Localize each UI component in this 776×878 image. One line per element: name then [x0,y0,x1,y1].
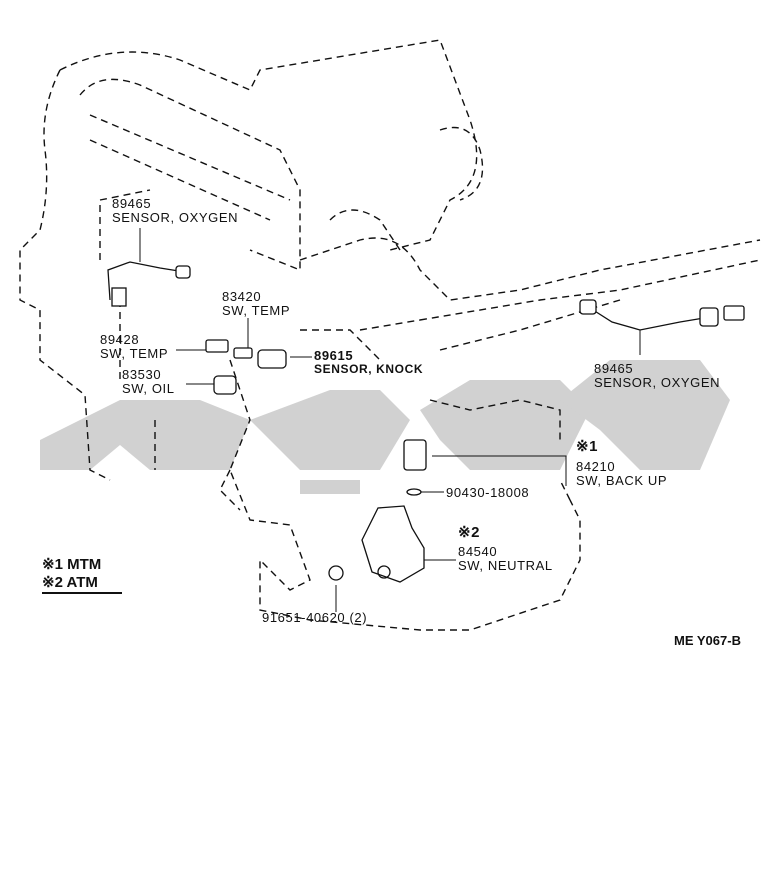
oxygen-right-part: 89465 [594,361,634,376]
temp-upper-name: SW, TEMP [222,303,291,318]
oxygen-sensor-right-boot [699,307,719,327]
neutral-part: 84540 [458,544,498,559]
parts [107,261,745,583]
knock-part: 89615 [314,348,354,363]
oil-name: SW, OIL [122,381,175,396]
back-up-mark: ※1 [576,438,599,455]
watermark-logo [40,360,730,494]
legend-mtm: ※1 MTM [42,556,102,573]
back-up-switch [403,439,427,471]
neutral-switch-hole [377,565,391,579]
back-up-part: 84210 [576,459,616,474]
temp-switch-upper [233,347,253,359]
temp-switch-lower [205,339,229,353]
oxygen-left-name: SENSOR, OXYGEN [112,210,239,225]
knock-name: SENSOR, KNOCK [314,362,424,376]
bolt [328,565,344,581]
oxygen-right-name: SENSOR, OXYGEN [594,375,721,390]
back-up-name: SW, BACK UP [576,473,668,488]
oxygen-left-part: 89465 [112,196,152,211]
oil-part: 83530 [122,367,162,382]
oil-switch [213,375,237,395]
washer-part: 90430-18008 [446,485,530,500]
oxygen-sensor-right-body [579,299,597,315]
oxygen-sensor-left-body [111,287,127,307]
temp-lower-part: 89428 [100,332,140,347]
legend-atm: ※2 ATM [42,574,98,591]
neutral-switch [361,505,425,583]
temp-upper-part: 83420 [222,289,262,304]
oxygen-sensor-left-connector [175,265,191,279]
engine-outline [19,39,761,631]
neutral-mark: ※2 [458,524,481,541]
bolt-part: 91651-40620 (2) [262,610,368,625]
oxygen-sensor-left-wire [107,261,186,301]
knock-sensor [257,349,287,369]
temp-lower-name: SW, TEMP [100,346,169,361]
oxygen-sensor-right-wire [589,307,705,331]
neutral-name: SW, NEUTRAL [458,558,553,573]
oxygen-sensor-right-connector [723,305,745,321]
diagram-reference: ME Y067-B [674,633,741,648]
gasket [406,488,422,496]
leader-lines [139,228,641,612]
